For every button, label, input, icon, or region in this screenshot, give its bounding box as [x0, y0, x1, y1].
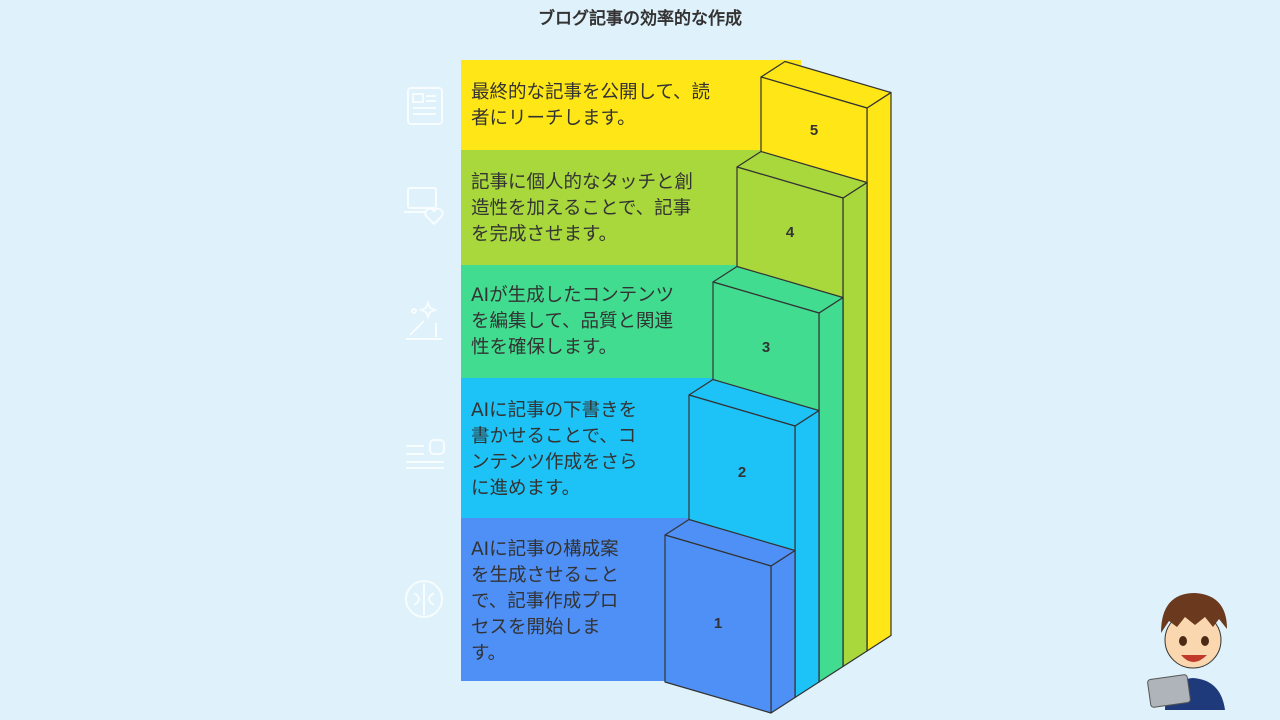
- text-line: 者にリーチします。: [471, 108, 636, 129]
- text-line: AIに記事の構成案: [471, 539, 619, 560]
- text-line: 造性を加えることで、記事: [471, 198, 692, 219]
- text-line: 最終的な記事を公開して、読: [471, 82, 711, 103]
- text-line: を生成させること: [471, 565, 620, 586]
- box-5-side: [866, 91, 892, 652]
- avatar: [1147, 593, 1227, 710]
- step-5-band: 最終的な記事を公開して、読 者にリーチします。: [461, 60, 801, 150]
- brain-icon: [405, 580, 443, 618]
- text-line: ンテンツ作成をさら: [471, 452, 638, 473]
- step-3-number: 3: [762, 339, 770, 356]
- laptop-heart-icon: [404, 187, 444, 226]
- step-1-number: 1: [714, 615, 722, 632]
- step-5-text: 最終的な記事を公開して、読 者にリーチします。: [471, 80, 710, 132]
- text-line: 性を確保します。: [471, 337, 618, 358]
- step-4-number: 4: [786, 224, 795, 241]
- box-2-side: [794, 409, 820, 699]
- writing-lines-icon: [406, 439, 445, 469]
- box-1-front: [664, 534, 772, 714]
- step-3-text: AIが生成したコンテンツ を編集して、品質と関連 性を確保します。: [471, 283, 674, 361]
- step-2-text: AIに記事の下書きを 書かせることで、コ ンテンツ作成をさら に進めます。: [471, 398, 638, 502]
- text-line: セスを開始しま: [471, 617, 601, 638]
- text-line: を完成させます。: [471, 224, 618, 245]
- box-1-side: [770, 549, 796, 714]
- step-5-number: 5: [810, 122, 818, 139]
- text-line: AIが生成したコンテンツ: [471, 285, 675, 306]
- step-4-text: 記事に個人的なタッチと創 造性を加えることで、記事 を完成させます。: [471, 170, 693, 248]
- diagram-title: ブログ記事の効率的な作成: [538, 9, 742, 29]
- text-line: に進めます。: [471, 478, 581, 499]
- text-line: す。: [471, 643, 507, 664]
- box-4-side: [842, 181, 868, 668]
- text-line: 記事に個人的なタッチと創: [471, 172, 694, 193]
- box-3-side: [818, 296, 844, 683]
- step-2-number: 2: [738, 464, 746, 481]
- text-line: で、記事作成プロ: [471, 591, 619, 612]
- newspaper-icon: [407, 87, 443, 125]
- magic-sparkle-icon: [406, 300, 442, 340]
- text-line: 書かせることで、コ: [471, 426, 637, 447]
- text-line: を編集して、品質と関連: [471, 311, 674, 332]
- step-1-text: AIに記事の構成案 を生成させること で、記事作成プロ セスを開始しま す。: [471, 537, 619, 667]
- text-line: AIに記事の下書きを: [471, 400, 638, 421]
